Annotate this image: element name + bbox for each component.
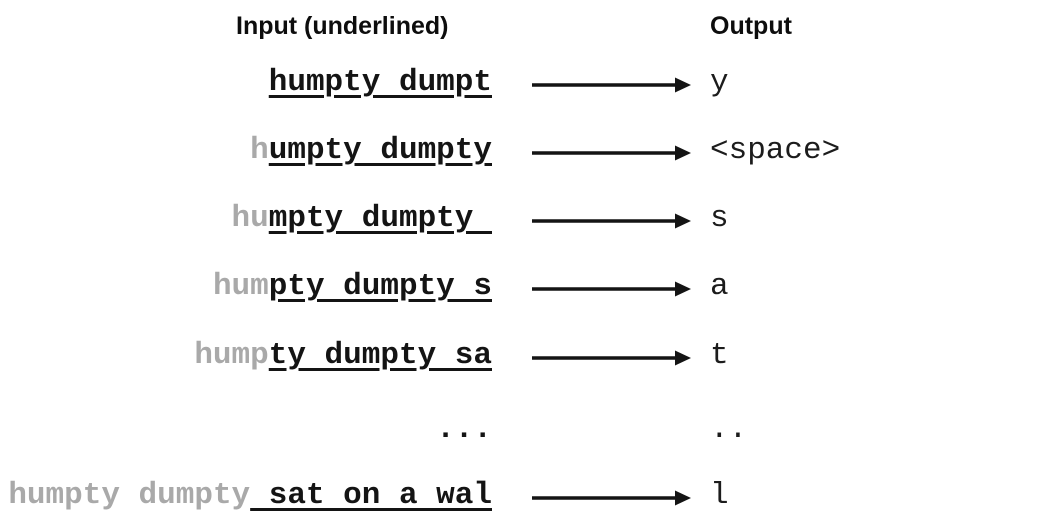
input-window-underlined: sat on a wal	[250, 478, 492, 513]
input-text: humpty dumpty sat on a wal	[8, 476, 492, 516]
output-column-header: Output	[710, 12, 792, 40]
mapping-row: humpty dumpty s a	[0, 267, 1050, 309]
output-text: t	[710, 338, 729, 373]
mapping-row: humpty dumpty s	[0, 199, 1050, 241]
input-context-gray: h	[250, 133, 269, 168]
input-ellipsis: ...	[436, 412, 492, 447]
mapping-row: humpty dumpty <space>	[0, 131, 1050, 173]
input-text: humpty dumpty s	[213, 267, 492, 307]
output-text: y	[710, 65, 729, 100]
mapping-row: humpty dumpty sat on a wal l	[0, 476, 1050, 517]
output-text: l	[710, 478, 729, 513]
input-context-gray: hu	[231, 201, 269, 236]
mapping-row: humpty dumpt y	[0, 63, 1050, 105]
input-text: humpty dumpty	[232, 199, 492, 239]
mapping-row: humpty dumpty sa t	[0, 336, 1050, 378]
input-window-underlined: umpty dumpty	[268, 133, 492, 168]
right-arrow-icon	[532, 145, 691, 161]
input-context-gray: humpty dumpty	[8, 478, 251, 513]
input-window-underlined: humpty dumpt	[268, 65, 492, 100]
input-text: humpty dumpt	[269, 63, 492, 103]
right-arrow-icon	[532, 350, 691, 366]
input-column-header: Input (underlined)	[236, 12, 449, 40]
right-arrow-icon	[532, 213, 691, 229]
output-text: a	[710, 269, 729, 304]
input-context-gray: hum	[212, 269, 269, 304]
right-arrow-icon	[532, 281, 691, 297]
right-arrow-icon	[532, 490, 691, 506]
output-text: ..	[710, 412, 748, 447]
output-text: s	[710, 201, 729, 236]
right-arrow-icon	[532, 77, 691, 93]
input-window-underlined: ty dumpty sa	[268, 338, 492, 373]
output-text: <space>	[710, 133, 841, 168]
input-text: ...	[436, 410, 492, 450]
input-context-gray: hump	[194, 338, 269, 373]
input-window-underlined: pty dumpty s	[268, 269, 492, 304]
input-text: humpty dumpty	[250, 131, 492, 171]
mapping-row: ... ..	[0, 410, 1050, 452]
input-window-underlined: mpty dumpty	[268, 201, 492, 236]
input-text: humpty dumpty sa	[194, 336, 492, 376]
